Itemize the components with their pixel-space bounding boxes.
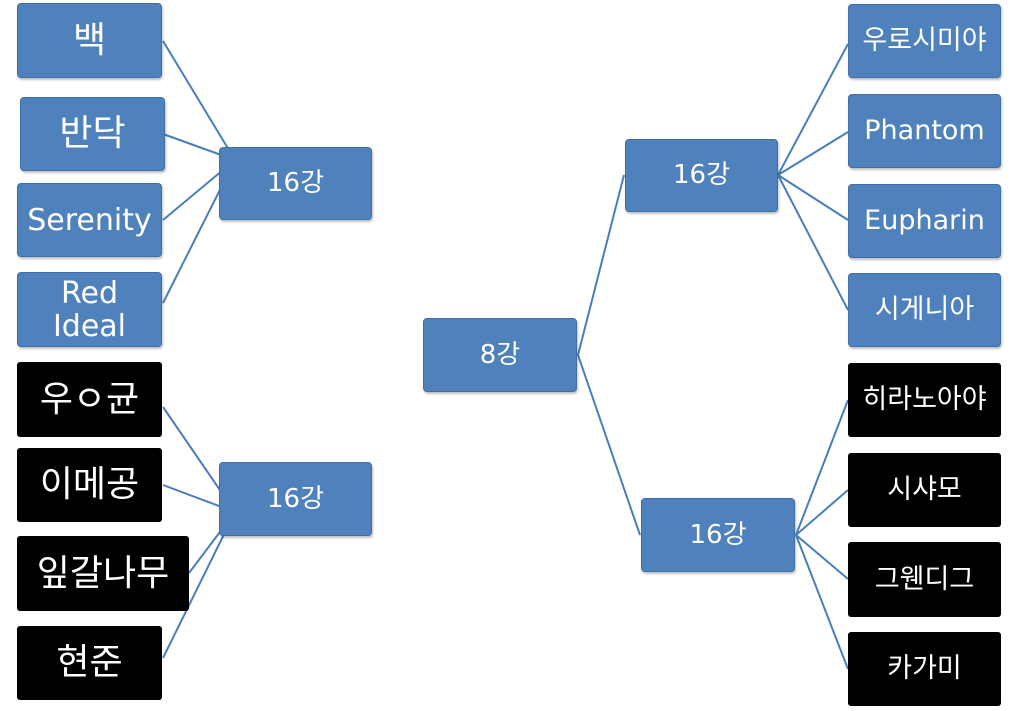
connector-lb-4 bbox=[162, 511, 236, 659]
entry-left-top-1: 백 bbox=[17, 3, 162, 78]
entry-right-top-4: 시게니아 bbox=[848, 273, 1001, 347]
connector-lt-1 bbox=[162, 40, 236, 161]
entry-right-top-1: 우로시미야 bbox=[848, 4, 1001, 78]
entry-left-top-3: Serenity bbox=[17, 183, 162, 257]
connector-rb-2 bbox=[795, 489, 849, 536]
entry-right-bottom-1: 히라노아야 bbox=[848, 363, 1001, 437]
entry-right-bottom-2: 시샤모 bbox=[848, 453, 1001, 527]
connector-rt-2 bbox=[777, 131, 849, 176]
entry-left-bottom-2: 이메공 bbox=[17, 448, 162, 522]
connector-root-right-bottom bbox=[577, 354, 641, 536]
connector-rb-3 bbox=[795, 534, 849, 580]
entry-left-bottom-4: 현준 bbox=[17, 626, 162, 700]
hub-right-bottom: 16강 bbox=[641, 498, 795, 572]
connector-root-right-top bbox=[577, 174, 625, 356]
entry-right-top-3: Eupharin bbox=[848, 184, 1001, 258]
hub-left-top: 16강 bbox=[219, 147, 372, 220]
entry-left-top-4: Red Ideal bbox=[17, 272, 162, 347]
connector-rt-4 bbox=[777, 174, 849, 311]
entry-right-top-2: Phantom bbox=[848, 94, 1001, 168]
connector-rt-3 bbox=[777, 174, 849, 221]
root-node-8gang: 8강 bbox=[423, 318, 577, 392]
entry-left-top-2: 반닥 bbox=[20, 97, 165, 171]
connector-rb-4 bbox=[795, 534, 849, 670]
entry-left-bottom-3: 잎갈나무 bbox=[17, 536, 189, 611]
entry-right-bottom-4: 카가미 bbox=[848, 632, 1001, 706]
connector-rt-1 bbox=[777, 43, 849, 176]
hub-left-bottom: 16강 bbox=[219, 462, 372, 536]
entry-right-bottom-3: 그웬디그 bbox=[848, 542, 1001, 617]
hub-right-top: 16강 bbox=[625, 139, 778, 212]
connector-rb-1 bbox=[795, 399, 849, 536]
entry-left-bottom-1: 우ㅇ균 bbox=[17, 362, 162, 437]
